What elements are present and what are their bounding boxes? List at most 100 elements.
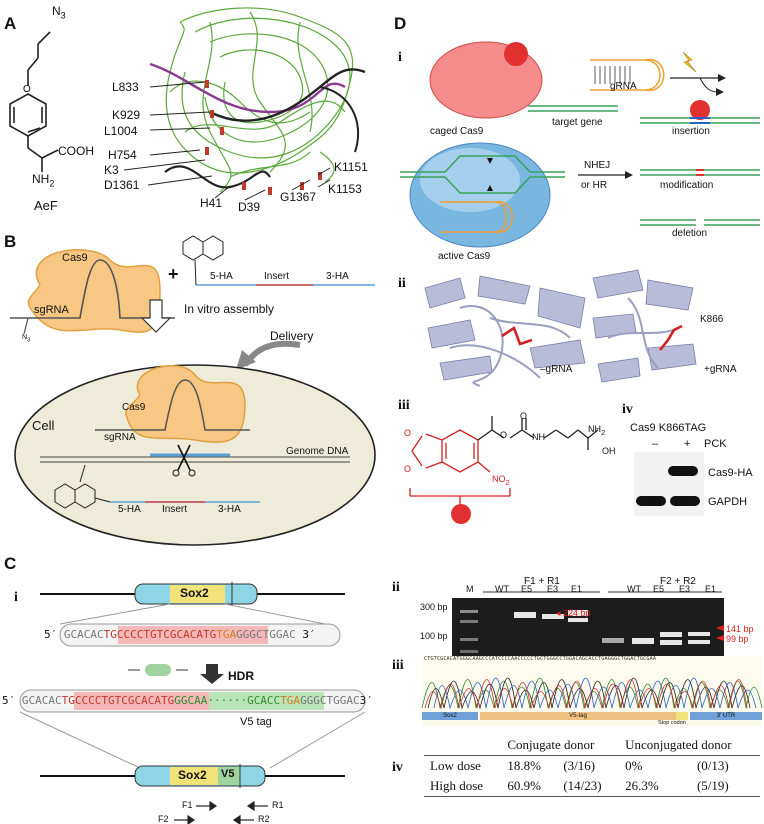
residue-label: L833: [112, 80, 139, 94]
panel-c-sub-i: i: [14, 590, 18, 605]
v5-label: V5: [221, 768, 235, 780]
amide-n-label: NH: [532, 432, 545, 442]
residue-label: G1367: [280, 190, 317, 204]
gapdh-band: [670, 496, 700, 506]
assembly-diagram: [10, 235, 376, 546]
ladder-label: 100 bp: [420, 631, 448, 641]
residue-label: K1151: [334, 160, 368, 174]
residue-label: K929: [112, 108, 141, 122]
caged-cas9-label: caged Cas9: [430, 126, 484, 137]
active-cas9-label: active Cas9: [438, 251, 491, 262]
outcome-insertion: insertion: [672, 126, 710, 137]
segment-stop: [676, 712, 688, 720]
chromatogram-traces: [421, 677, 763, 710]
gel-lane-label: E1: [705, 584, 717, 594]
cell-label: Cell: [32, 418, 55, 433]
table-cell: (5/19): [696, 778, 729, 793]
structure-plus-grna: [592, 269, 697, 383]
compound-name: AeF: [34, 198, 58, 213]
amine-label: NH2: [32, 172, 55, 189]
wb-minus-label: –: [652, 438, 659, 450]
band-size-label: ◂ 224 bp: [556, 608, 591, 618]
segment-3utr: 3' UTR: [690, 712, 762, 720]
panel-d-sub-i: i: [398, 50, 402, 65]
ether-o-label: O: [23, 84, 31, 95]
gel-group-label: F1 + R1: [524, 576, 560, 587]
cas9-structure-ribbon: [149, 7, 366, 195]
ladder-label: 300 bp: [420, 602, 448, 612]
sox2-gene-label: Sox2: [180, 586, 209, 600]
sox2-locus-diagram: [19, 582, 366, 824]
cas9-ha-band: [668, 466, 698, 476]
structure-minus-grna: [424, 275, 586, 387]
gel-lane-label: E3: [679, 584, 691, 594]
residue-label: L1004: [104, 124, 138, 138]
caging-schematic: [400, 41, 760, 248]
primer-r1: R1: [272, 800, 284, 810]
wb-gapdh-label: GAPDH: [708, 496, 748, 508]
target-gene-label: target gene: [552, 117, 603, 128]
donor-insert-label: Insert: [264, 271, 290, 282]
panel-d-sub-ii: ii: [398, 276, 406, 291]
sgrna-label: sgRNA: [34, 304, 69, 316]
no2-label: NO2: [492, 474, 510, 487]
panel-c-sub-iii: iii: [392, 658, 404, 673]
panel-c-sub-ii: ii: [392, 580, 400, 595]
wb-cas9-ha-label: Cas9-HA: [708, 467, 753, 479]
panel-d-sub-iv: iv: [622, 402, 633, 417]
table-header: Conjugate donor: [507, 737, 595, 752]
gel-lane-label: E3: [547, 584, 559, 594]
panel-label-a: A: [4, 14, 17, 33]
azide-label: N3: [52, 4, 66, 21]
chromatogram: CTGTCGCACATGGGCAAGCCCATCCCCAACCCCCTGCTGG…: [421, 656, 763, 726]
residue-label: H754: [108, 148, 137, 162]
table-cell: (0/13): [696, 758, 729, 773]
donor-5ha-label: 5-HA: [210, 271, 233, 282]
minus-grna-label: –gRNA: [540, 364, 573, 375]
band-size-label: 99 bp: [726, 634, 749, 644]
gel-lane-label: WT: [495, 584, 509, 594]
cell-5ha-label: 5-HA: [118, 504, 141, 515]
gel-group-label: F2 + R2: [660, 576, 696, 587]
residue-leader-lines: [123, 81, 331, 201]
v5-tag-label: V5 tag: [240, 716, 272, 728]
western-blot-image: [634, 452, 704, 516]
carbonyl-o-label: O: [520, 411, 528, 421]
k866-label: K866: [700, 314, 724, 325]
panel-d-sub-iii: iii: [398, 398, 410, 413]
gel-lane-label: E1: [571, 584, 583, 594]
v5-knockin-sequence: 5′ GCACACTGCCCCTGTCGCACATGGGCAA······GCA…: [2, 694, 373, 707]
sox2-gene-label-edited: Sox2: [178, 768, 207, 782]
gel-bands: [460, 610, 710, 653]
residue-label: H41: [200, 196, 223, 210]
table-header-row: Conjugate donor Unconjugated donor: [424, 735, 760, 756]
table-cell: 18.8%: [507, 758, 541, 773]
knockin-efficiency-table: Conjugate donor Unconjugated donor Low d…: [424, 735, 760, 797]
cell-insert-label: Insert: [162, 504, 188, 515]
donor-3ha-label: 3-HA: [326, 271, 349, 282]
aef-structure: [9, 31, 59, 172]
western-blot-title: Cas9 K866TAG: [630, 422, 707, 434]
cell-3ha-label: 3-HA: [218, 504, 241, 515]
cas9-label: Cas9: [62, 252, 88, 264]
nh2-label: NH2: [588, 424, 606, 437]
cage-group-icon: [451, 504, 471, 524]
dioxole-o-label: O: [404, 428, 412, 438]
table-cell: 0%: [625, 758, 643, 773]
in-vitro-assembly-label: In vitro assembly: [184, 302, 275, 316]
pck-structure: [409, 416, 599, 510]
primer-r2: R2: [258, 814, 270, 824]
plus-sign: +: [168, 264, 179, 284]
segment-v5-tag: V5-tag: [480, 712, 676, 720]
plus-grna-label: +gRNA: [704, 364, 737, 375]
sgrna-in-cell-label: sgRNA: [104, 432, 136, 443]
chromatogram-sequence: CTGTCGCACATGGGCAAGCCCATCCCCAACCCCCTGCTGG…: [424, 656, 657, 662]
table-cell: 26.3%: [625, 778, 659, 793]
genome-dna-label: Genome DNA: [286, 446, 349, 457]
gel-lane-label: E5: [521, 584, 533, 594]
band-size-label: 141 bp: [726, 624, 754, 634]
wb-plus-label: +: [684, 438, 691, 450]
cas9-in-cell-label: Cas9: [122, 402, 146, 413]
outcome-deletion: deletion: [672, 228, 708, 239]
primer-f1: F1: [182, 800, 193, 810]
